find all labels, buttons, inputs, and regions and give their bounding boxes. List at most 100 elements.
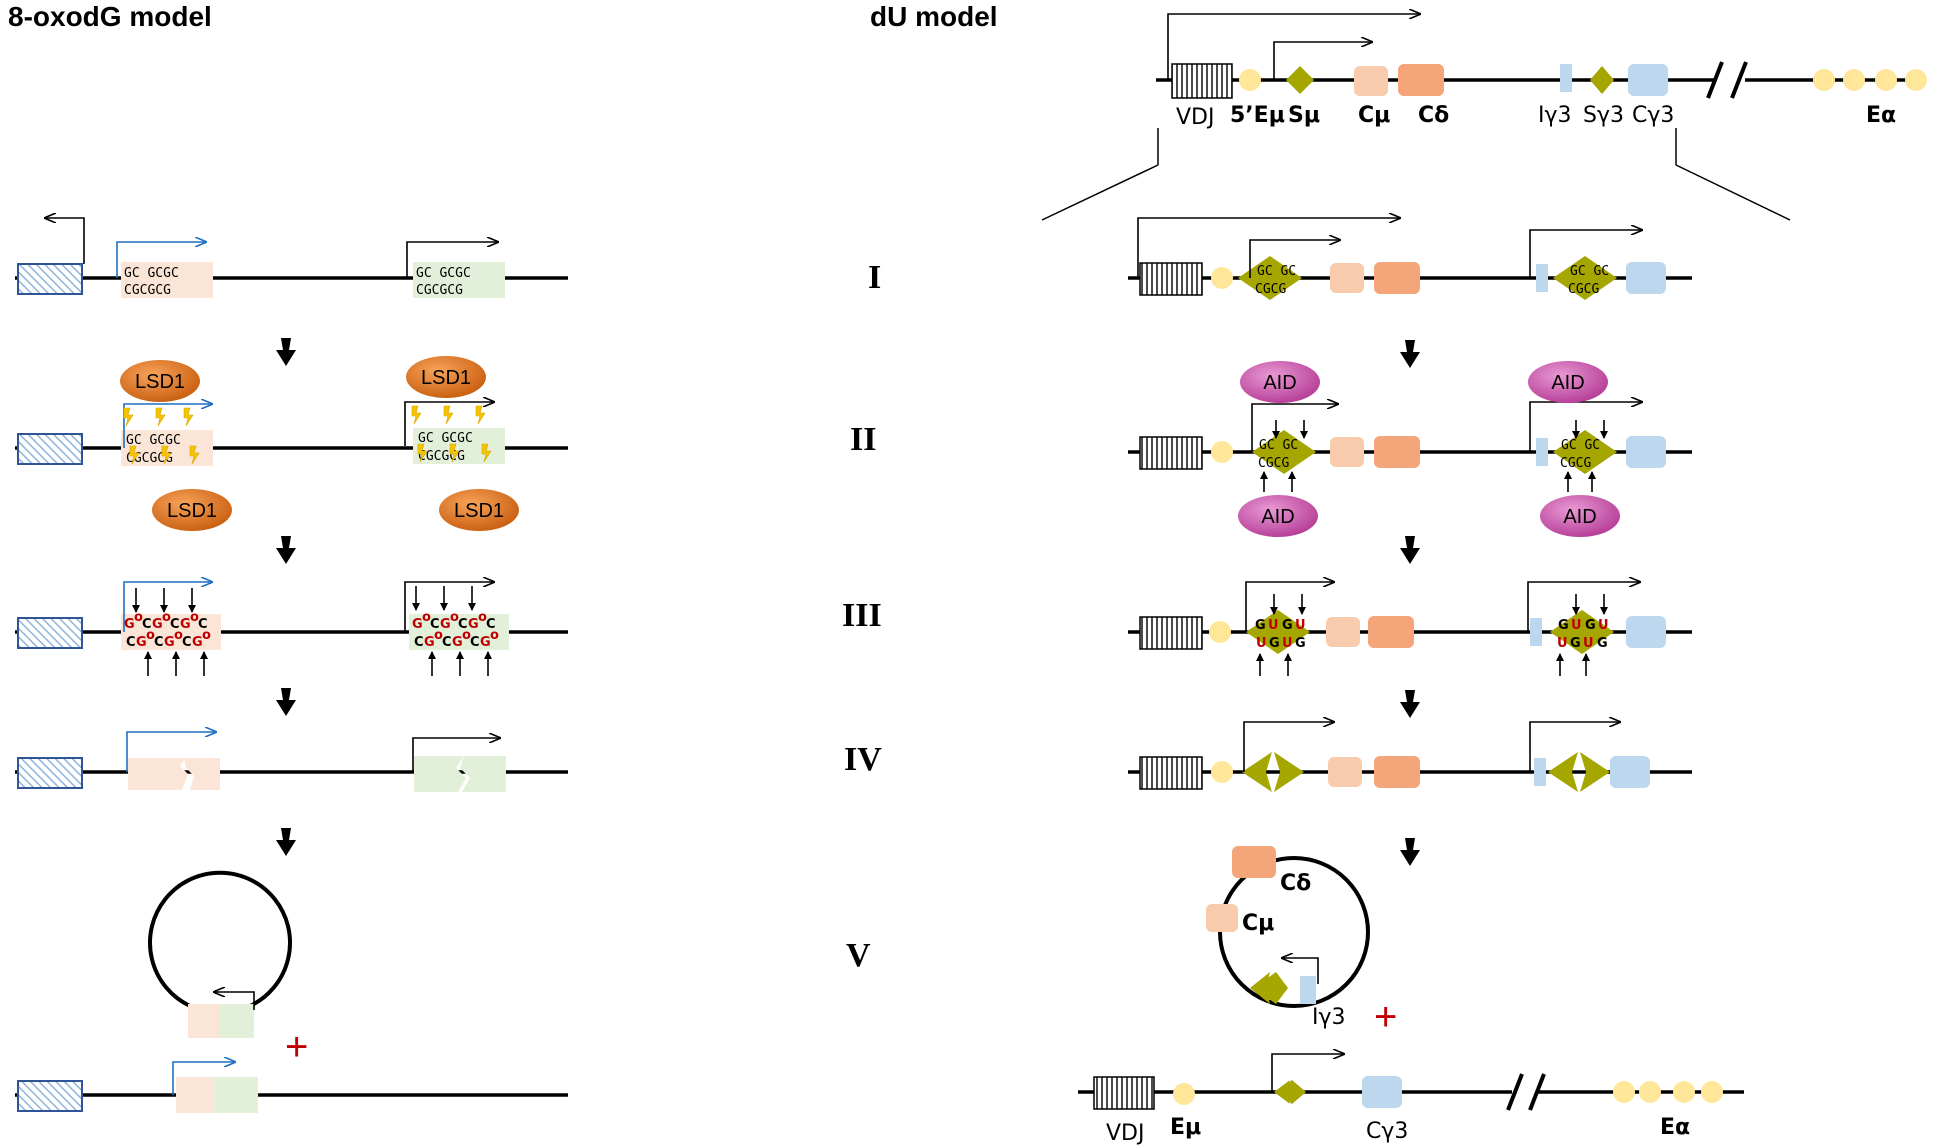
step-label-iv: IV	[844, 741, 882, 778]
label-ealpha: Eα	[1866, 103, 1896, 128]
circle-green-box	[220, 1004, 254, 1038]
lsd1-enzyme: LSD1	[152, 489, 232, 531]
label-sgamma3: Sγ3	[1583, 103, 1624, 128]
label-igamma3: Iγ3	[1538, 103, 1572, 128]
ealpha-dot	[1905, 69, 1927, 91]
cgamma3-gene	[1628, 64, 1668, 96]
broken-switch-green-left	[414, 756, 466, 792]
gc-bottom-seq: CGCGCG	[416, 283, 463, 298]
left-row-4	[15, 732, 568, 792]
ox-g: G	[152, 617, 163, 632]
u-letter: U	[1598, 618, 1609, 633]
plus-sign: +	[1374, 995, 1397, 1039]
ox-c: C	[154, 635, 164, 650]
label-vdj: VDJ	[1106, 1121, 1144, 1146]
final-recombined-locus: VDJ Eμ Cγ3 Eα	[1078, 1054, 1744, 1146]
step-label-v: V	[846, 937, 871, 974]
aid-label: AID	[1263, 372, 1296, 394]
transcription-arrow	[404, 402, 494, 446]
left-promoter-box	[17, 263, 83, 295]
cmu-gene	[1330, 263, 1364, 293]
blue-transcription-arrow	[126, 732, 216, 772]
igamma3-exon	[1536, 264, 1548, 292]
u-letter: U	[1557, 636, 1568, 651]
blue-transcription-arrow	[116, 242, 206, 278]
antisense-arrow	[45, 218, 85, 264]
ox-mark: o	[462, 628, 471, 643]
smu-switch	[1286, 66, 1314, 94]
cmu-gene	[1328, 757, 1362, 787]
igamma3-exon	[1560, 64, 1572, 92]
transcription-arrow	[406, 242, 498, 278]
ox-g: G	[440, 617, 451, 632]
ox-c: C	[126, 635, 136, 650]
ox-c: C	[198, 617, 208, 632]
imu-transcription-arrow	[1273, 42, 1372, 80]
cmu-gene	[1354, 66, 1388, 96]
lsd1-label: LSD1	[135, 371, 185, 393]
imu-transcription-arrow	[1249, 240, 1340, 278]
circle-label-cmu: Cμ	[1242, 911, 1274, 936]
step-down-arrow	[276, 536, 296, 564]
ox-g: G	[412, 617, 423, 632]
imu-transcription-arrow	[1243, 722, 1334, 772]
left-switch-box-green	[409, 614, 509, 650]
ox-mark: o	[134, 610, 143, 625]
g-letter: G	[1269, 636, 1280, 651]
ox-g: G	[164, 635, 175, 650]
left-switch-box-green	[413, 262, 505, 298]
ox-mark: o	[174, 628, 183, 643]
aid-label: AID	[1551, 372, 1584, 394]
left-row-2: GC GCGC CGCGCG GC GCGC CGCGCG LSD1 LSD1	[15, 356, 568, 531]
cgamma3-gene	[1626, 436, 1666, 468]
step-v-excision-circle: Cδ Cμ Iγ3 +	[1206, 846, 1397, 1039]
ox-c: C	[430, 617, 440, 632]
circle-cmu	[1206, 904, 1238, 932]
cgamma3-gene	[1610, 756, 1650, 788]
left-switch-box-pink	[121, 262, 213, 298]
lsd1-enzyme: LSD1	[439, 489, 519, 531]
plus-sign: +	[285, 1025, 308, 1069]
circle-pink-box	[188, 1004, 222, 1038]
circle-label-igamma3: Iγ3	[1312, 1005, 1346, 1030]
aid-label: AID	[1563, 506, 1596, 528]
smu-switch	[1252, 430, 1316, 474]
circle-promoter-arrow	[1282, 958, 1319, 984]
label-cgamma3: Cγ3	[1366, 1119, 1408, 1144]
label-vdj: VDJ	[1176, 105, 1214, 130]
aid-enzyme: AID	[1528, 361, 1608, 403]
step-down-arrow	[1400, 690, 1420, 718]
switch-seq-bottom: CGCG	[1568, 282, 1599, 297]
broken-switch-right	[1580, 752, 1610, 792]
ox-mark: o	[202, 628, 211, 643]
left-promoter-box	[17, 1080, 83, 1112]
g-letter: G	[1255, 618, 1266, 633]
gc-bottom-seq: CGCGCG	[124, 283, 171, 298]
u-letter: U	[1268, 618, 1279, 633]
smu-switch	[1238, 256, 1302, 300]
circle-label-cdelta: Cδ	[1280, 871, 1311, 896]
sgamma3-switch	[1553, 256, 1617, 300]
left-promoter-box	[17, 757, 83, 789]
ox-mark: o	[490, 628, 499, 643]
sgamma3-switch	[1590, 66, 1614, 94]
step-ii-locus: GC GC CGCG GC GC CGCG AID	[1128, 361, 1692, 537]
hybrid-switch-right	[1278, 1080, 1306, 1104]
ox-g: G	[480, 635, 491, 650]
cdelta-gene	[1398, 64, 1444, 96]
switch-seq-top: GC GC	[1570, 264, 1609, 279]
igamma3-transcription-arrow	[1529, 722, 1620, 772]
right-panel-title: dU model	[870, 1, 998, 32]
emu-enhancer	[1211, 441, 1233, 463]
label-cgamma3: Cγ3	[1632, 103, 1674, 128]
label-smu: Sμ	[1288, 103, 1320, 128]
sgamma3-switch	[1553, 430, 1617, 474]
ox-c: C	[170, 617, 180, 632]
step-down-arrow	[276, 338, 296, 366]
ox-mark: o	[434, 628, 443, 643]
cmu-gene	[1330, 437, 1364, 467]
ealpha-dot	[1639, 1081, 1661, 1103]
oxidized-sequence: G o C G o C G o C C G o C G o C G o	[124, 610, 211, 650]
lsd1-label: LSD1	[167, 500, 217, 522]
